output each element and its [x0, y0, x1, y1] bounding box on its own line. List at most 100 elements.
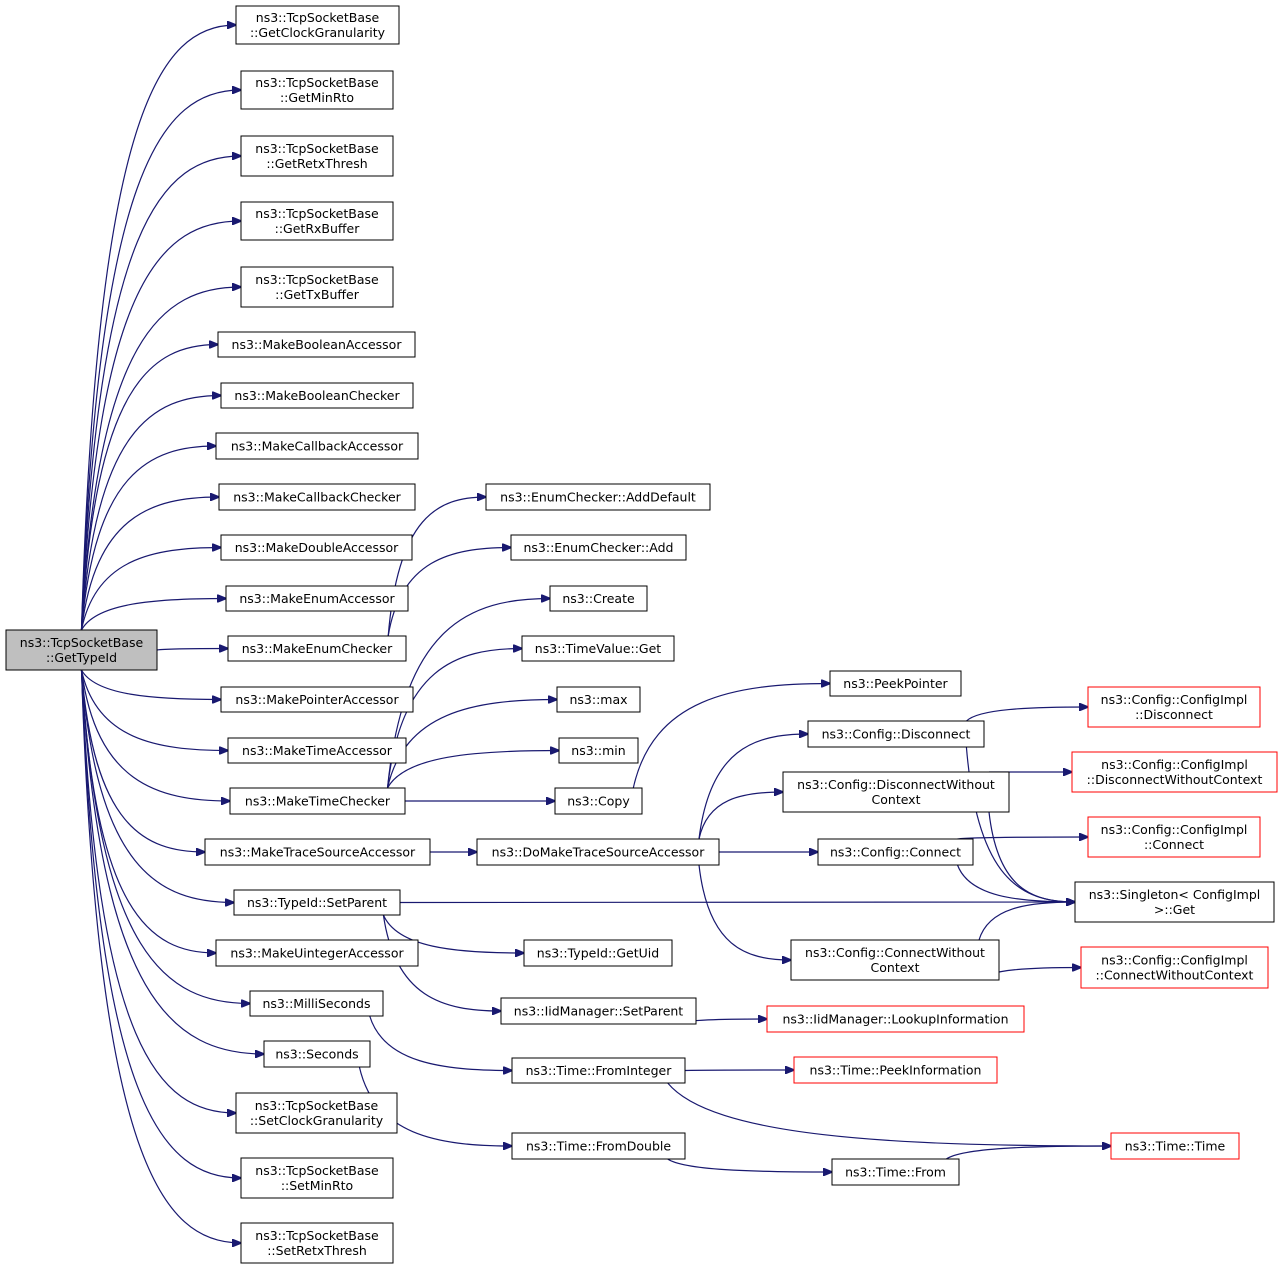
function-node[interactable]: ns3::TimeValue::Get [521, 635, 675, 662]
function-node[interactable]: ns3::MakeTimeChecker [229, 787, 406, 815]
call-edge [156, 649, 228, 651]
call-edge-g2-sg [988, 811, 1075, 902]
node-label: ns3::Config::ConfigImpl [1101, 822, 1248, 837]
function-node[interactable]: ns3::Time::Time [1110, 1132, 1240, 1160]
function-node[interactable]: ns3::EnumChecker::Add [510, 534, 687, 561]
function-node[interactable]: ns3::MakePointerAccessor [220, 686, 414, 713]
function-node[interactable]: ns3::TcpSocketBase::GetTxBuffer [240, 266, 394, 308]
function-node[interactable]: ns3::TcpSocketBase::GetMinRto [240, 70, 394, 110]
node-box [1071, 751, 1278, 793]
call-edge [387, 548, 511, 637]
function-node[interactable]: ns3::TcpSocketBase::SetRetxThresh [240, 1222, 394, 1264]
function-node[interactable]: ns3::Create [549, 585, 648, 612]
function-node[interactable]: ns3::TcpSocketBase::SetMinRto [240, 1157, 394, 1199]
call-edge-root-n1 [80, 25, 237, 631]
function-node[interactable]: ns3::MakeBooleanAccessor [217, 331, 416, 358]
function-node[interactable]: ns3::MakeUintegerAccessor [215, 939, 419, 967]
function-node[interactable]: ns3::Config::ConnectWithoutContext [790, 939, 1000, 981]
function-node[interactable]: ns3::Config::Connect [817, 838, 974, 866]
node-label: >::Get [1154, 902, 1195, 917]
node-box [549, 585, 648, 612]
function-node[interactable]: ns3::min [558, 737, 639, 764]
call-edge [80, 669, 242, 1178]
call-edge [386, 649, 523, 789]
node-box [227, 635, 407, 662]
node-label: ns3::PeekPointer [843, 676, 948, 691]
function-node[interactable]: ns3::PeekPointer [829, 670, 962, 697]
function-node[interactable]: ns3::Config::ConfigImpl::Connect [1087, 816, 1261, 858]
function-node[interactable]: ns3::MakeEnumChecker [227, 635, 407, 662]
function-node[interactable]: ns3::Time::PeekInformation [793, 1056, 998, 1084]
call-edge-root-n15 [80, 669, 231, 801]
function-node[interactable]: ns3::MakeDoubleAccessor [220, 534, 413, 561]
function-node[interactable]: ns3::TcpSocketBase::GetRetxThresh [240, 135, 394, 177]
node-label: ns3::Time::From [845, 1165, 946, 1180]
call-edge-n12-e2 [387, 548, 511, 637]
node-box [233, 889, 401, 916]
call-edge-root-n9 [80, 497, 220, 631]
call-edge [80, 396, 222, 631]
function-node[interactable]: ns3::Time::From [831, 1158, 960, 1186]
function-node[interactable]: ns3::DoMakeTraceSourceAccessor [476, 838, 720, 866]
node-box [1110, 1132, 1240, 1160]
node-label: ::GetRxBuffer [275, 221, 361, 236]
call-edge-d1-g2 [698, 792, 783, 840]
function-node[interactable]: ns3::MakeCallbackAccessor [215, 432, 419, 460]
function-node[interactable]: ns3::MakeBooleanChecker [220, 382, 414, 409]
node-box [511, 1132, 686, 1160]
function-node[interactable]: ns3::Config::DisconnectWithoutContext [782, 771, 1010, 813]
function-node[interactable]: ns3::MakeTraceSourceAccessor [204, 838, 431, 866]
function-node[interactable]: ns3::Config::Disconnect [807, 720, 985, 748]
function-node[interactable]: ns3::Seconds [263, 1040, 371, 1068]
function-node[interactable]: ns3::MilliSeconds [249, 990, 384, 1017]
node-label: ns3::MakeCallbackAccessor [231, 439, 404, 454]
node-box [558, 737, 639, 764]
function-node[interactable]: ns3::TcpSocketBase::GetTypeId [5, 629, 158, 671]
call-edge [965, 707, 1088, 722]
function-node[interactable]: ns3::Config::ConfigImpl::Disconnect [1087, 686, 1261, 728]
node-label: ns3::MakeTimeChecker [245, 794, 391, 809]
call-edge-root-n10 [80, 548, 222, 631]
function-node[interactable]: ns3::Copy [554, 787, 643, 815]
function-node[interactable]: ns3::Singleton< ConfigImpl>::Get [1074, 881, 1275, 923]
node-label: ns3::TcpSocketBase [255, 272, 379, 287]
function-node[interactable]: ns3::EnumChecker::AddDefault [485, 483, 711, 511]
call-edge-root-n22 [80, 669, 242, 1178]
node-label: ns3::TcpSocketBase [256, 10, 380, 25]
node-box [225, 585, 409, 612]
node-box [220, 382, 414, 409]
call-edge-d1-g4 [698, 864, 791, 960]
function-node[interactable]: ns3::TcpSocketBase::GetClockGranularity [235, 5, 400, 45]
function-node[interactable]: ns3::TcpSocketBase::GetRxBuffer [240, 201, 394, 241]
function-node[interactable]: ns3::MakeEnumAccessor [225, 585, 409, 612]
node-label: ns3::MakeTimeAccessor [242, 743, 393, 758]
call-edge [698, 734, 808, 840]
function-node[interactable]: ns3::TypeId::GetUid [523, 939, 673, 967]
node-label: ::GetTypeId [46, 650, 117, 665]
call-edge [358, 1066, 512, 1146]
function-node[interactable]: ns3::TypeId::SetParent [233, 889, 401, 916]
node-box [831, 1158, 960, 1186]
call-edge [80, 669, 222, 700]
node-box [229, 787, 406, 815]
function-node[interactable]: ns3::IidManager::LookupInformation [766, 1005, 1025, 1033]
function-node[interactable]: ns3::TcpSocketBase::SetClockGranularity [235, 1092, 398, 1134]
function-node[interactable]: ns3::max [556, 686, 641, 713]
node-label: ns3::MakeBooleanAccessor [232, 337, 403, 352]
function-node[interactable]: ns3::MakeCallbackChecker [218, 483, 416, 511]
node-label: ::GetTxBuffer [275, 287, 360, 302]
node-label: ns3::Singleton< ConfigImpl [1089, 887, 1261, 902]
call-edge-root-n5 [80, 287, 242, 631]
call-edge-n19-f1 [369, 1015, 512, 1071]
function-node[interactable]: ns3::Time::FromInteger [511, 1057, 686, 1084]
function-node[interactable]: ns3::IidManager::SetParent [500, 997, 697, 1025]
node-label: ns3::TcpSocketBase [255, 141, 379, 156]
call-edge [80, 156, 242, 631]
function-node[interactable]: ns3::Config::ConfigImpl::ConnectWithoutC… [1080, 946, 1269, 989]
function-node[interactable]: ns3::Config::ConfigImpl::DisconnectWitho… [1071, 751, 1278, 793]
function-node[interactable]: ns3::Time::FromDouble [511, 1132, 686, 1160]
node-label: ns3::MakeBooleanChecker [234, 388, 400, 403]
node-label: ::GetMinRto [280, 90, 354, 105]
function-node[interactable]: ns3::MakeTimeAccessor [227, 737, 407, 764]
node-label: ns3::EnumChecker::Add [524, 540, 674, 555]
